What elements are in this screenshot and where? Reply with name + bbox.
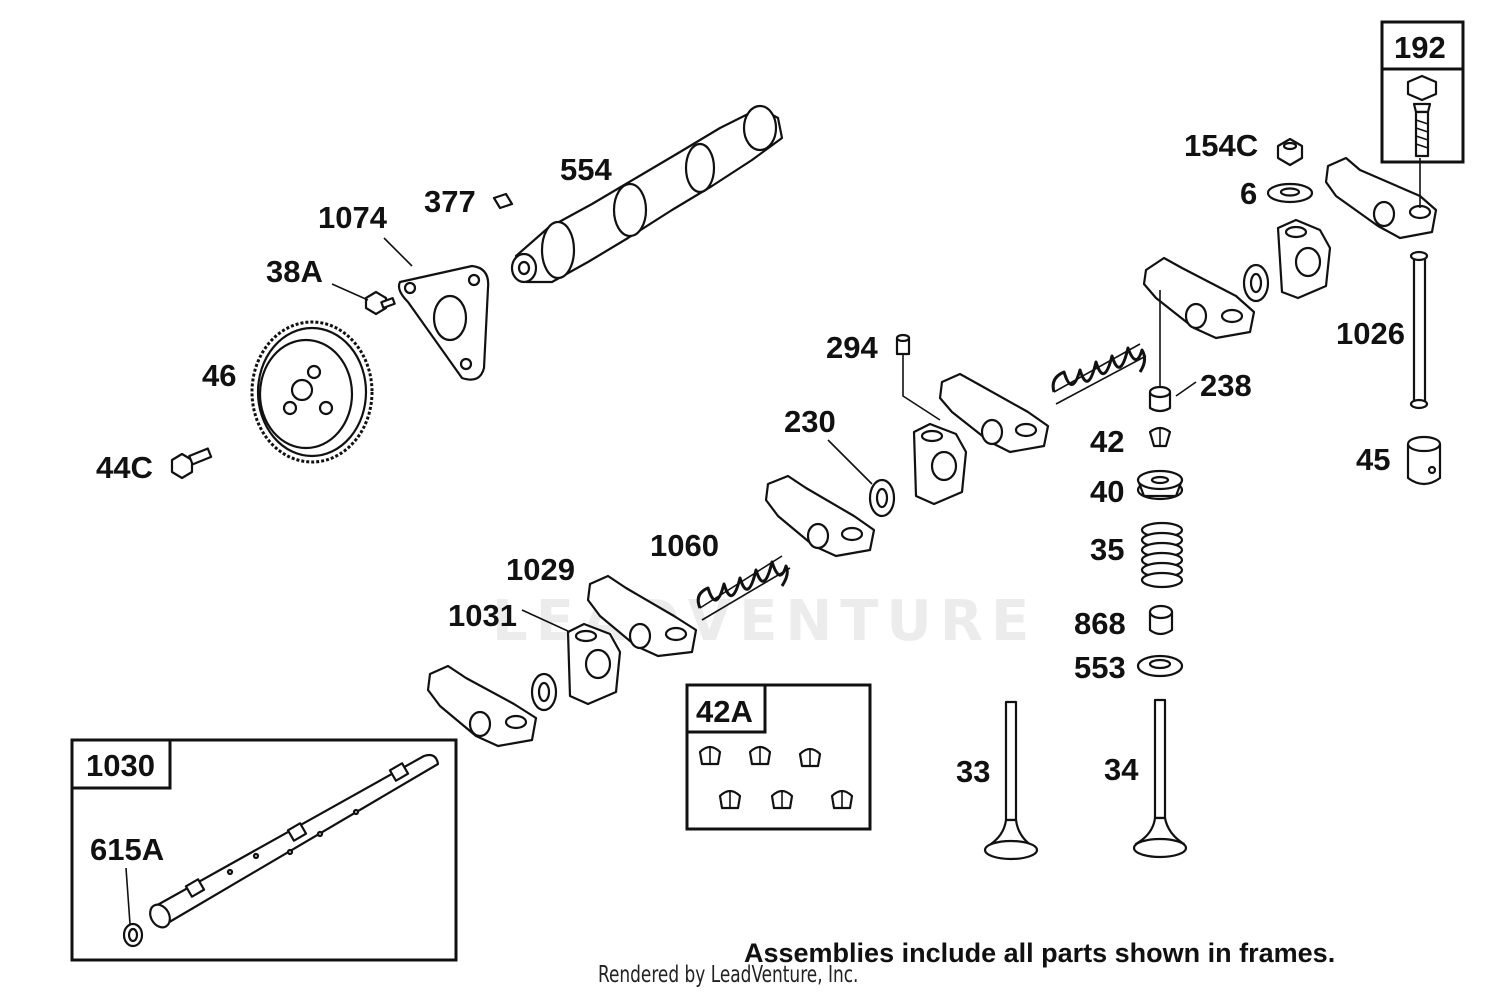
frame-42A <box>685 683 872 831</box>
label-45: 45 <box>1356 442 1390 477</box>
part-1030-rocker-shaft <box>149 753 440 929</box>
label-294: 294 <box>826 330 878 365</box>
label-38A: 38A <box>266 254 323 289</box>
label-1026: 1026 <box>1336 316 1405 351</box>
part-1074-plate <box>397 264 490 381</box>
part-553-washer <box>1136 654 1184 678</box>
part-868-seal <box>1148 604 1174 636</box>
render-credit: Rendered by LeadVenture, Inc. <box>598 962 859 988</box>
label-33: 33 <box>956 754 990 789</box>
part-238-cap <box>1148 385 1172 413</box>
part-6-washer <box>1266 182 1314 204</box>
label-1029: 1029 <box>506 552 575 587</box>
label-1031: 1031 <box>448 598 517 633</box>
label-40: 40 <box>1090 474 1124 509</box>
label-238: 238 <box>1200 368 1252 403</box>
part-rocker-arm-lower <box>764 474 876 558</box>
part-1026-pushrod <box>1409 250 1429 410</box>
label-192: 192 <box>1394 30 1446 65</box>
part-192-bolt <box>1406 74 1438 158</box>
part-rocker-arm-left <box>426 664 538 748</box>
part-rocker-pedestal-upper <box>1276 218 1332 300</box>
label-554: 554 <box>560 152 612 187</box>
part-230-spacer <box>868 478 896 518</box>
label-35: 35 <box>1090 532 1124 567</box>
frame-1030 <box>70 738 458 962</box>
part-rocker-arm-lowest <box>586 574 698 658</box>
part-33-intake-valve <box>983 700 1039 861</box>
part-554-camshaft <box>510 104 784 284</box>
part-spacer-upper <box>1242 263 1270 303</box>
label-1060: 1060 <box>650 528 719 563</box>
label-44C: 44C <box>96 450 153 485</box>
label-868: 868 <box>1074 606 1126 641</box>
part-377-pin <box>492 192 514 210</box>
part-44C-bolt <box>170 447 213 480</box>
label-154C: 154C <box>1184 128 1258 163</box>
label-34: 34 <box>1104 752 1139 787</box>
part-spacer-lower <box>530 672 558 712</box>
part-1031-pedestal <box>566 622 622 706</box>
part-34-exhaust-valve <box>1132 698 1188 859</box>
label-1074: 1074 <box>318 200 388 235</box>
label-6: 6 <box>1240 176 1257 211</box>
part-38A-bolt <box>364 290 396 316</box>
part-294-screw <box>895 333 911 356</box>
label-553: 553 <box>1074 650 1126 685</box>
label-42A: 42A <box>696 694 753 729</box>
part-45-tappet <box>1406 435 1442 486</box>
label-42: 42 <box>1090 424 1124 459</box>
label-46: 46 <box>202 358 236 393</box>
part-46-cam-gear <box>250 320 374 464</box>
part-rocker-arm-top <box>1324 156 1438 240</box>
label-615A: 615A <box>90 832 164 867</box>
part-rocker-pedestal-mid <box>912 422 968 506</box>
label-377: 377 <box>424 184 476 219</box>
frame-192 <box>1380 20 1465 164</box>
part-rocker-arm-upper <box>1142 256 1256 340</box>
assemblies-note: Assemblies include all parts shown in fr… <box>744 938 1336 968</box>
part-42-keeper <box>1148 426 1172 448</box>
label-230: 230 <box>784 404 836 439</box>
label-1030: 1030 <box>86 748 155 783</box>
part-154C-nut <box>1276 137 1304 167</box>
part-spring-upper <box>1051 343 1147 405</box>
part-615A-clip <box>122 922 144 948</box>
part-rocker-arm-mid <box>938 372 1050 454</box>
part-42A-keepers <box>698 745 854 810</box>
part-1060-spring <box>696 555 791 621</box>
part-40-retainer <box>1136 469 1184 501</box>
part-35-valve-spring <box>1140 521 1184 589</box>
